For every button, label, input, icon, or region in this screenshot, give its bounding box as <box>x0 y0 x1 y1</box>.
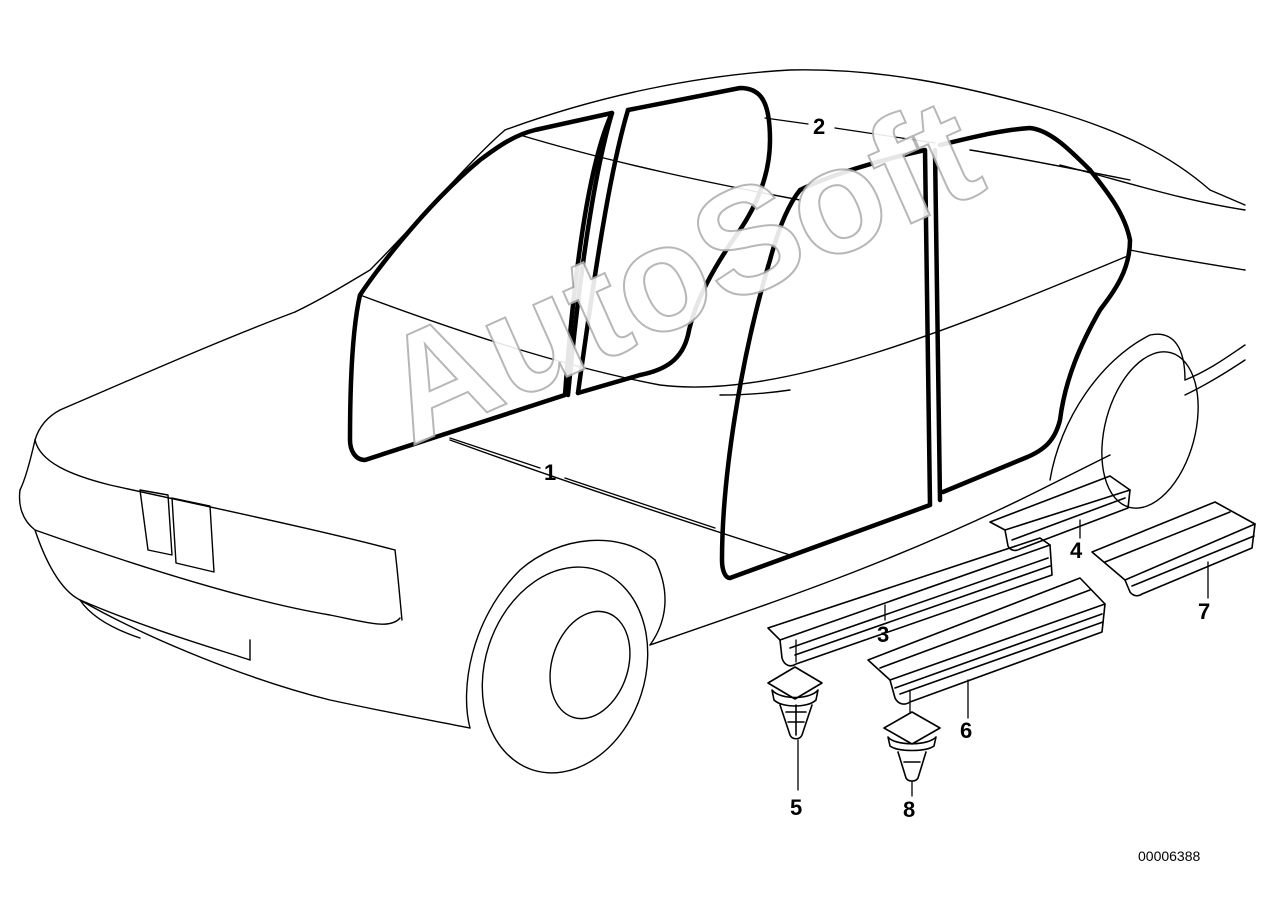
rear-door-seal <box>937 125 1133 495</box>
clip-8 <box>883 711 941 782</box>
sill-strip-6 <box>867 577 1106 705</box>
callout-4: 4 <box>1070 538 1083 563</box>
b-pillar-seal <box>565 110 615 398</box>
second-opening-seal <box>719 147 933 581</box>
door-seals <box>347 85 1133 581</box>
clip-5 <box>767 666 823 740</box>
sill-strips <box>767 475 1256 705</box>
callout-7: 7 <box>1198 599 1211 624</box>
sill-strip-4 <box>989 475 1131 552</box>
callout-5: 5 <box>790 795 803 820</box>
callout-6: 6 <box>960 718 973 743</box>
rear-door-seal-front <box>575 85 773 396</box>
car-body-outline <box>18 69 1246 774</box>
leader-lines <box>449 117 1209 797</box>
callout-3: 3 <box>877 622 890 647</box>
callout-1: 1 <box>544 460 557 485</box>
drawing-id: 00006388 <box>1138 848 1201 864</box>
sill-strip-7 <box>1091 501 1256 597</box>
callout-2: 2 <box>813 114 826 139</box>
front-door-seal <box>347 110 615 463</box>
sill-strip-3 <box>767 537 1053 667</box>
callout-8: 8 <box>903 797 916 822</box>
